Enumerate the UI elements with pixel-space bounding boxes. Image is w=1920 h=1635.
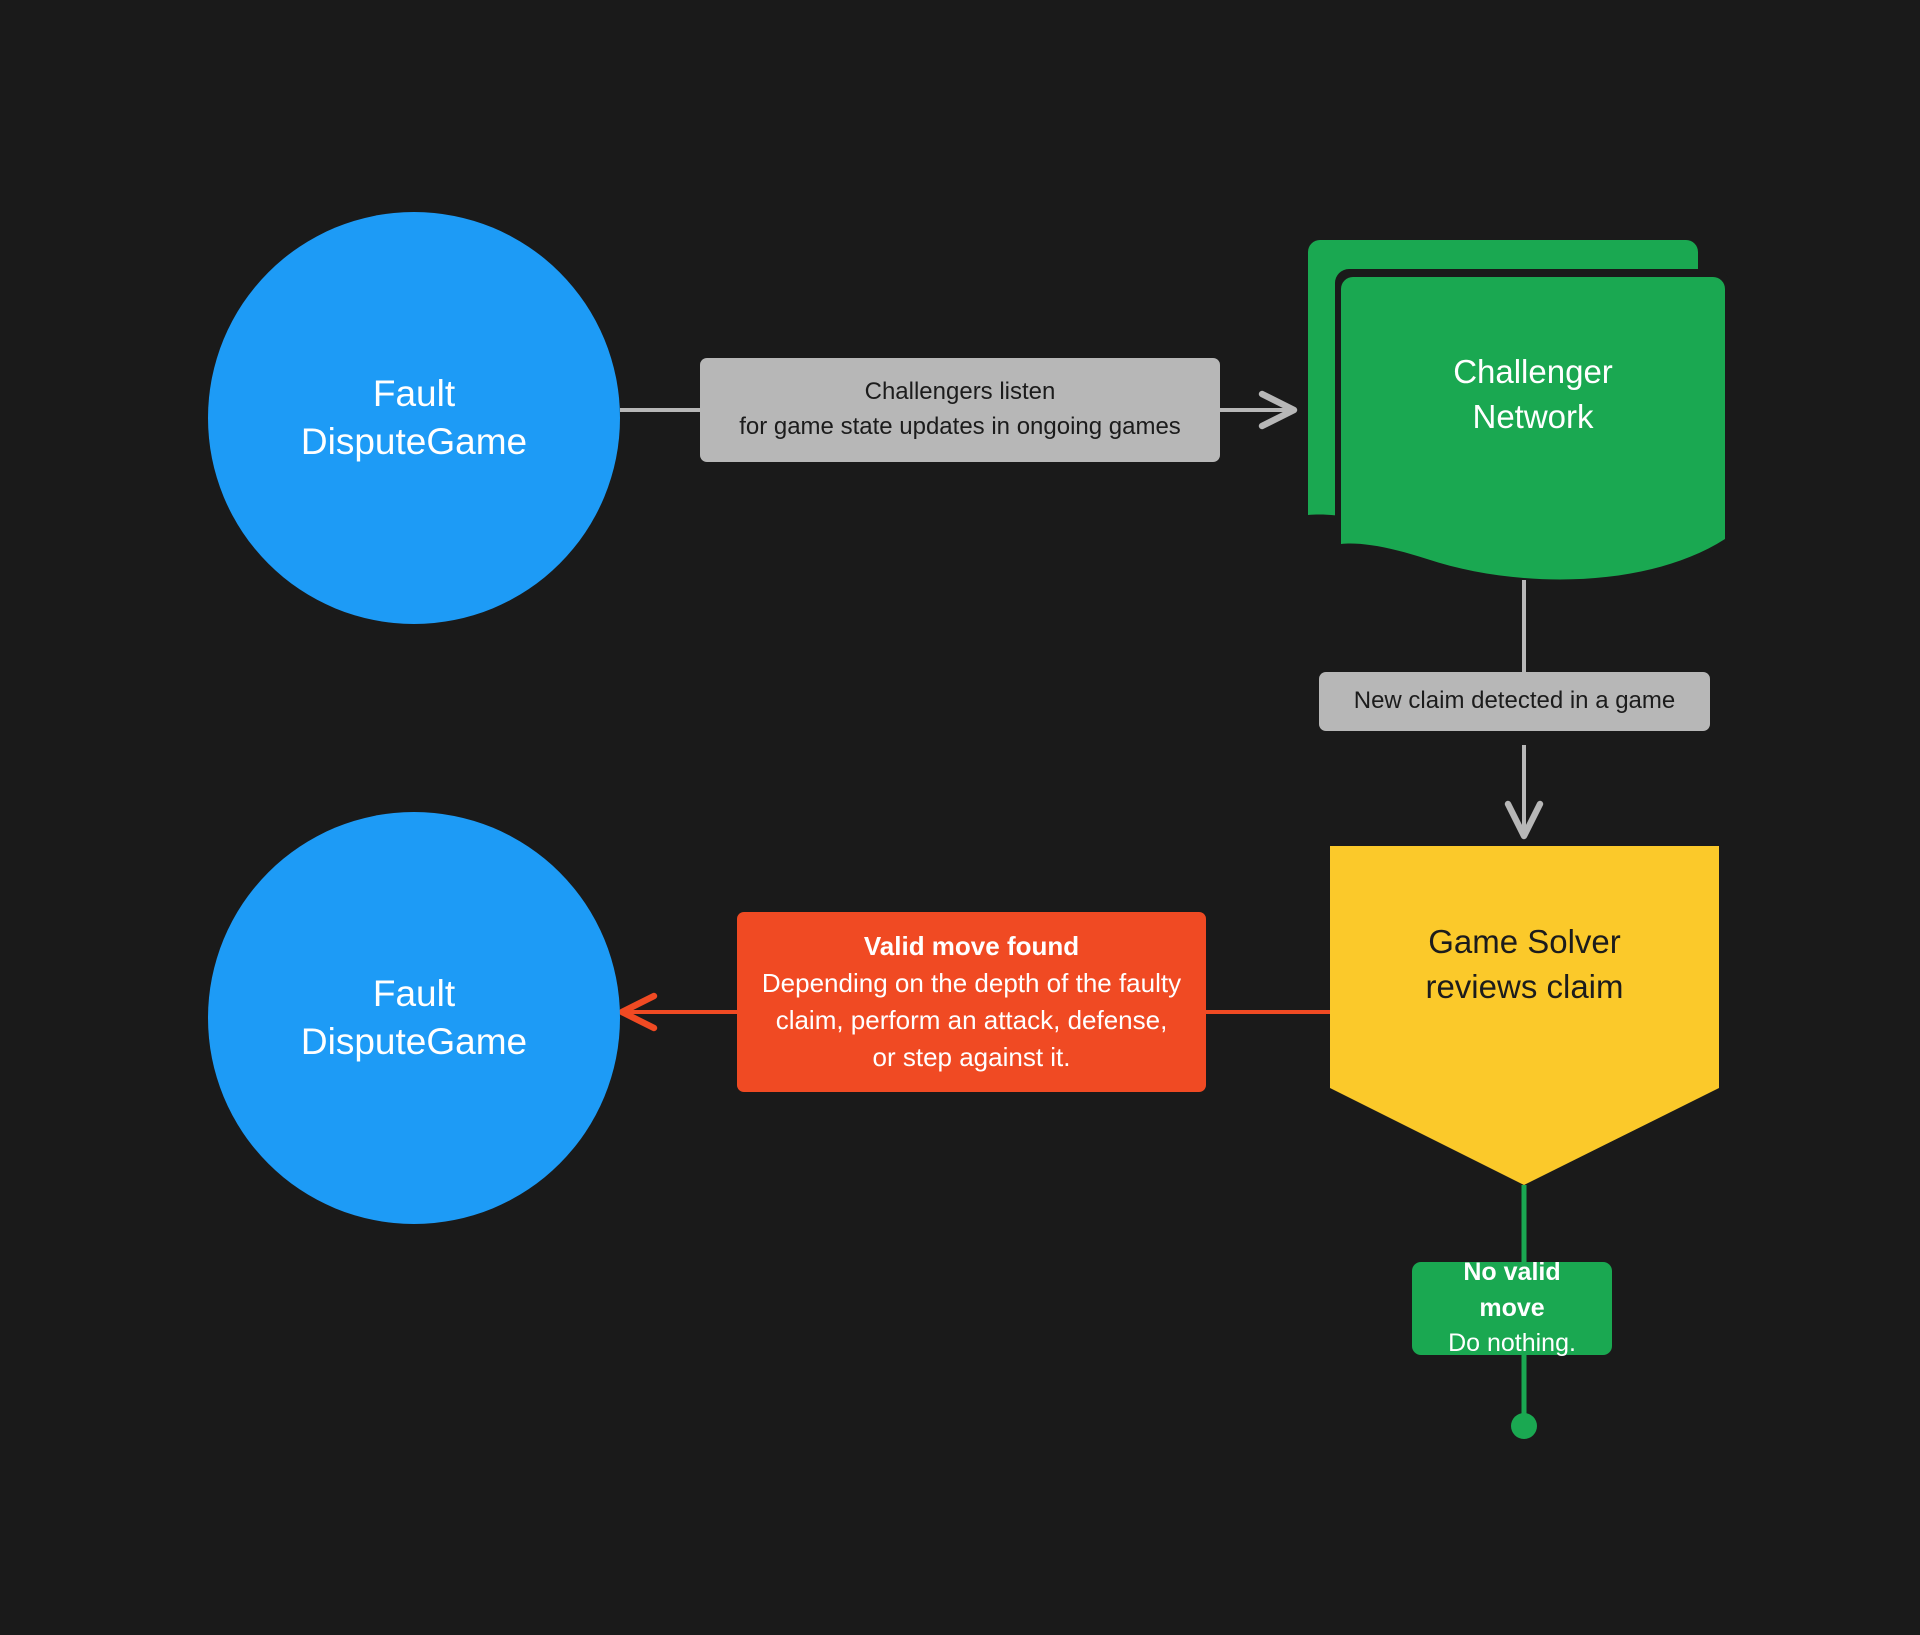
edge-label-new-claim-detected-line1: New claim detected in a game [1353, 687, 1676, 715]
edge-label-valid-move-found-heading: Valid move found [863, 931, 1080, 962]
edge-label-no-valid-move[interactable]: No valid move Do nothing. [1412, 1258, 1612, 1357]
node-game-solver[interactable] [1330, 846, 1719, 1185]
edge-no-valid-move [1511, 1185, 1537, 1439]
edge-label-challengers-listen-line1: Challengers listen [864, 378, 1056, 406]
edge-label-no-valid-move-line1: Do nothing. [1448, 1329, 1576, 1358]
node-fault-dispute-game-top-line1: Fault [372, 372, 456, 414]
node-fault-dispute-game-bottom-line2: DisputeGame [300, 1021, 528, 1062]
edge-label-valid-move-found-line2: claim, perform an attack, defense, [775, 1005, 1168, 1035]
edge-label-valid-move-found[interactable]: Valid move found Depending on the depth … [737, 912, 1206, 1092]
edge-label-no-valid-move-heading: No valid move [1463, 1258, 1561, 1322]
terminator-dot [1511, 1413, 1537, 1439]
edge-label-valid-move-found-line3: or step against it. [872, 1041, 1071, 1072]
document-front-sheet [1341, 277, 1725, 580]
edge-label-valid-move-found-line1: Depending on the depth of the faulty [761, 968, 1182, 999]
node-fault-dispute-game-bottom-line1: Fault [372, 972, 456, 1014]
node-fault-dispute-game-top[interactable]: Fault DisputeGame [208, 212, 620, 624]
edge-label-new-claim-detected[interactable]: New claim detected in a game [1319, 672, 1710, 731]
edge-label-challengers-listen[interactable]: Challengers listen for game state update… [700, 358, 1220, 462]
node-fault-dispute-game-top-line2: DisputeGame [300, 421, 528, 462]
node-challenger-network[interactable] [1308, 240, 1729, 582]
edge-label-challengers-listen-line2: for game state updates in ongoing games [739, 413, 1181, 440]
node-fault-dispute-game-bottom[interactable]: Fault DisputeGame [208, 812, 620, 1224]
pentagon-shape [1330, 846, 1719, 1185]
